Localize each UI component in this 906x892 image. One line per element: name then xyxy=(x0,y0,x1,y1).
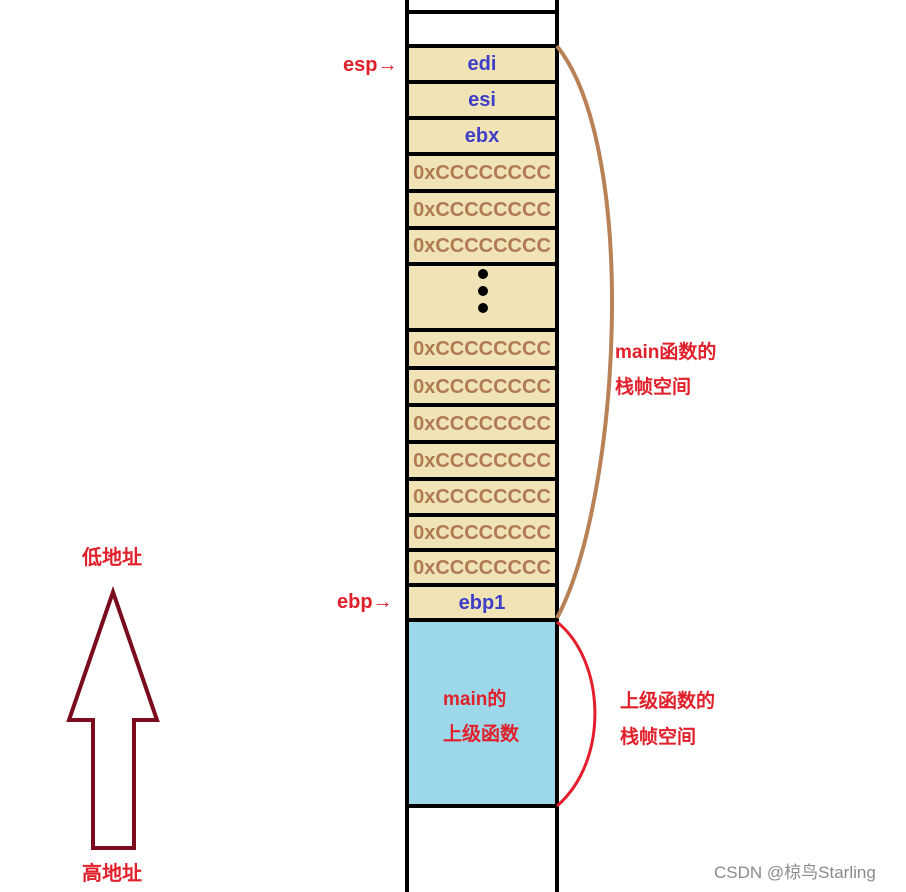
fill-cell-label: 0xCCCCCCCC xyxy=(413,338,551,360)
caller-frame-label-line2: 栈帧空间 xyxy=(620,727,697,748)
high-address-label: 高地址 xyxy=(82,863,142,885)
fill-cell-label: 0xCCCCCCCC xyxy=(413,522,551,544)
caller-frame-label-line1: 上级函数的 xyxy=(620,691,716,712)
stack-cell xyxy=(407,442,557,479)
fill-cell-label: 0xCCCCCCCC xyxy=(413,199,551,221)
stack-cell xyxy=(407,330,557,368)
stack-cell xyxy=(407,191,557,228)
main-frame-label-line2: 栈帧空间 xyxy=(615,377,692,398)
fill-cell-label: 0xCCCCCCCC xyxy=(413,162,551,184)
main-frame-brace xyxy=(555,44,614,619)
stack-cell xyxy=(407,154,557,191)
fill-cell-label: 0xCCCCCCCC xyxy=(413,376,551,398)
caller-frame-block xyxy=(407,620,557,806)
fill-cell-label: 0xCCCCCCCC xyxy=(413,486,551,508)
stack-cell xyxy=(407,515,557,550)
register-cell-label: ebp1 xyxy=(458,592,506,614)
ebp-pointer-label: ebp→ xyxy=(337,591,393,613)
stack-cell xyxy=(407,405,557,442)
stack-cell xyxy=(407,479,557,515)
fill-cell-label: 0xCCCCCCCC xyxy=(413,557,551,579)
ellipsis-dots xyxy=(478,269,488,313)
watermark: CSDN @椋鸟Starling xyxy=(714,863,876,882)
stack-cell xyxy=(407,118,557,154)
stack-cell xyxy=(407,82,557,118)
caller-block-line2: 上级函数 xyxy=(443,724,520,745)
caller-frame-brace xyxy=(556,620,597,808)
address-direction-arrow xyxy=(66,585,160,850)
esp-pointer-label: esp→ xyxy=(343,54,398,76)
register-cell-label: edi xyxy=(467,53,497,75)
fill-cell-label: 0xCCCCCCCC xyxy=(413,413,551,435)
fill-cell-label: 0xCCCCCCCC xyxy=(413,235,551,257)
stack-cell xyxy=(407,368,557,405)
stack-cell xyxy=(407,585,557,620)
register-cell-label: esi xyxy=(468,89,496,111)
stack-cell xyxy=(407,550,557,585)
caller-block-line1: main的 xyxy=(443,689,507,710)
low-address-label: 低地址 xyxy=(82,547,142,569)
main-frame-label-line1: main函数的 xyxy=(615,342,717,363)
stack-cell xyxy=(407,228,557,264)
fill-cell-label: 0xCCCCCCCC xyxy=(413,450,551,472)
register-cell-label: ebx xyxy=(464,125,500,147)
stack-cell xyxy=(407,46,557,82)
